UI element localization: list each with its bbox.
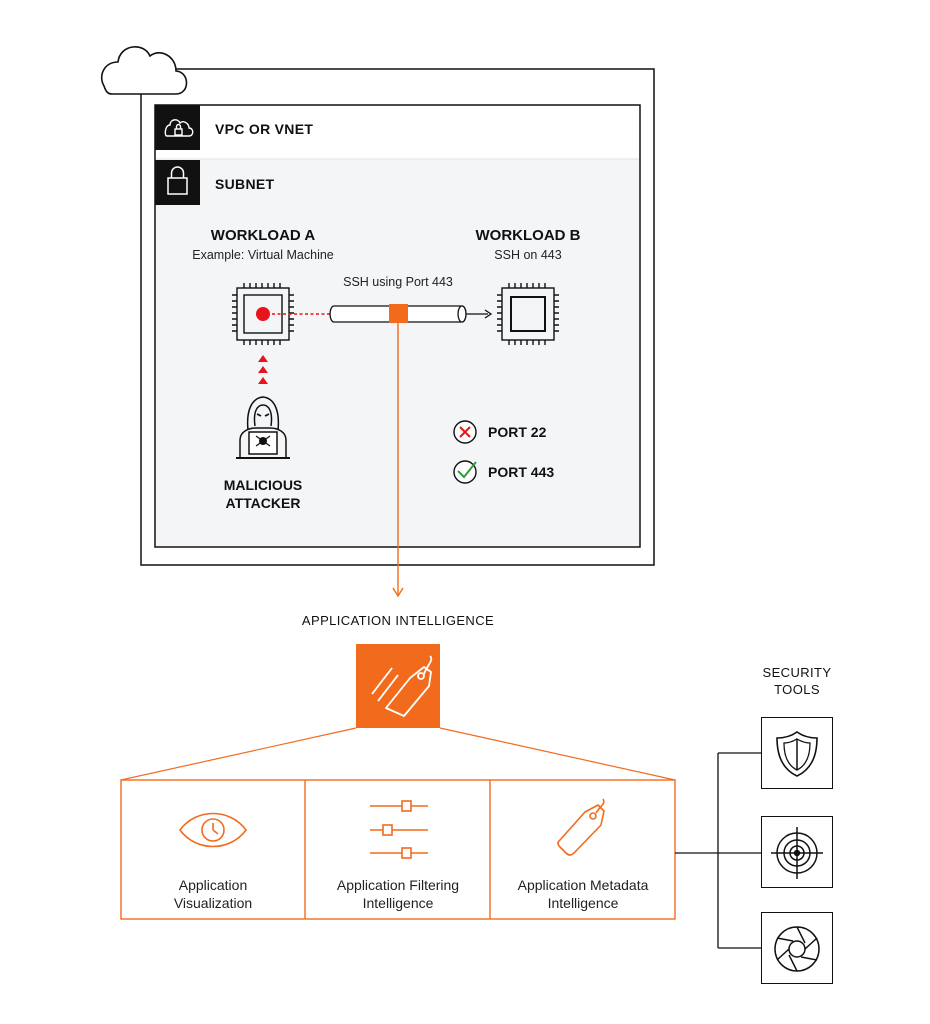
security-tool-target[interactable] bbox=[761, 816, 833, 888]
security-tool-shield[interactable] bbox=[761, 717, 833, 789]
compromised-dot bbox=[256, 307, 270, 321]
tap-point bbox=[389, 304, 408, 323]
vpc-icon-box bbox=[155, 105, 200, 150]
card-filtering-line1: Application Filtering bbox=[336, 877, 460, 893]
card-filtering-line2: Intelligence bbox=[362, 895, 434, 911]
port-443-label: PORT 443 bbox=[488, 464, 555, 480]
tunnel-label: SSH using Port 443 bbox=[343, 275, 453, 289]
arrow-right-icon bbox=[484, 309, 493, 319]
tag-icon bbox=[557, 798, 605, 856]
card-visualization-line2: Visualization bbox=[173, 895, 253, 911]
workload-a-title: WORKLOAD A bbox=[210, 227, 316, 244]
sliders-icon bbox=[370, 800, 428, 859]
card-metadata-line1: Application Metadata bbox=[517, 877, 649, 893]
security-tools-line2: TOOLS bbox=[774, 682, 820, 697]
cloud-icon bbox=[100, 46, 188, 95]
cloud-lock-icon bbox=[164, 119, 194, 137]
lock-icon bbox=[167, 166, 188, 195]
shield-icon bbox=[776, 731, 818, 777]
card-visualization-line1: Application bbox=[178, 877, 248, 893]
security-tools-line1: SECURITY bbox=[762, 665, 832, 680]
app-intel-box bbox=[356, 644, 440, 728]
workload-a-chip-icon bbox=[232, 283, 294, 345]
workload-b-subtitle: SSH on 443 bbox=[494, 248, 562, 262]
attacker-label-line1: MALICIOUS bbox=[223, 477, 303, 493]
workload-b-title: WORKLOAD B bbox=[475, 227, 581, 244]
check-circle-icon bbox=[453, 460, 477, 484]
arrow-down-icon bbox=[392, 587, 404, 598]
eye-icon bbox=[179, 812, 247, 848]
x-circle-icon bbox=[453, 420, 477, 444]
card-metadata-line2: Intelligence bbox=[547, 895, 619, 911]
vpc-label: VPC OR VNET bbox=[215, 121, 314, 137]
cards-container bbox=[120, 779, 676, 920]
subnet-label: SUBNET bbox=[215, 176, 275, 192]
attacker-label-line2: ATTACKER bbox=[225, 495, 301, 511]
target-icon bbox=[771, 827, 823, 879]
app-intel-title: APPLICATION INTELLIGENCE bbox=[301, 613, 495, 628]
security-tool-aperture[interactable] bbox=[761, 912, 833, 984]
tags-icon bbox=[371, 655, 433, 717]
hacker-icon bbox=[236, 396, 290, 459]
port-22-label: PORT 22 bbox=[488, 424, 547, 440]
workload-b-chip-icon bbox=[497, 283, 559, 345]
aperture-icon bbox=[774, 926, 820, 972]
attack-arrows bbox=[258, 355, 268, 384]
workload-a-subtitle: Example: Virtual Machine bbox=[192, 248, 334, 262]
